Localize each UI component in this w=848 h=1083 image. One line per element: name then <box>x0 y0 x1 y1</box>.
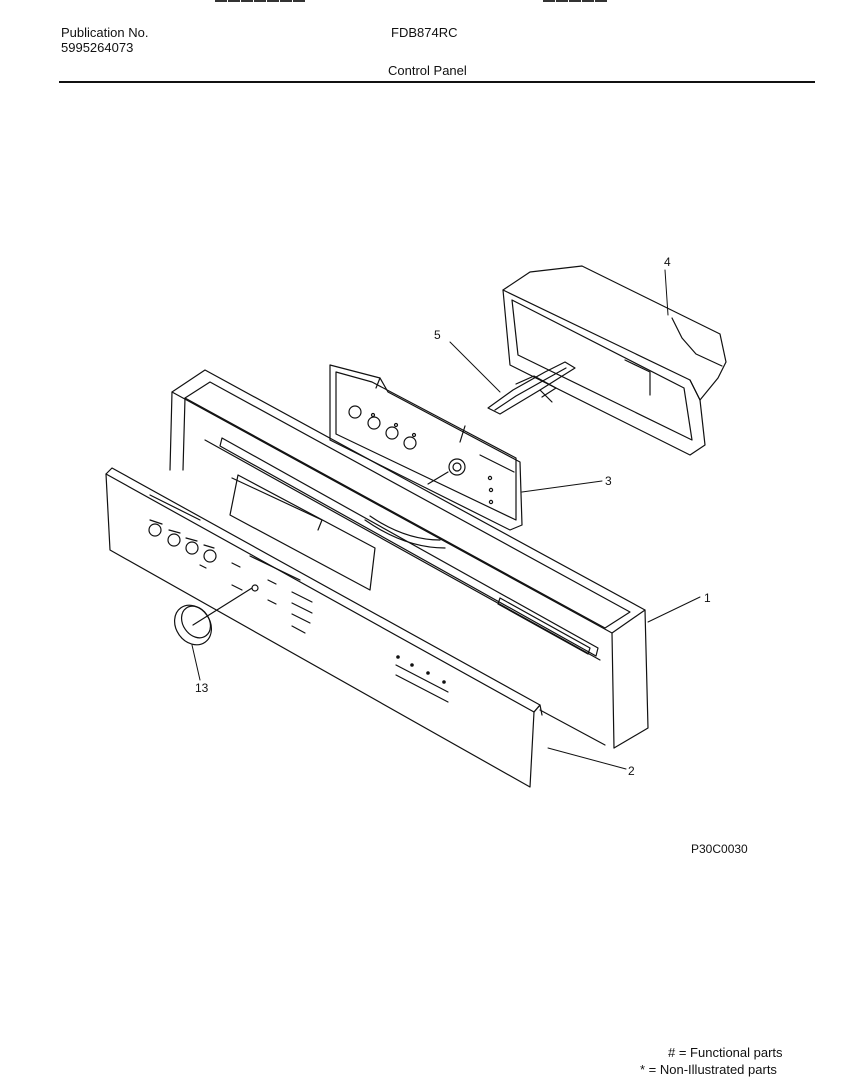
callout-3: 3 <box>605 474 612 488</box>
section-title: Control Panel <box>388 63 467 78</box>
callout-13: 13 <box>195 681 209 695</box>
callout-5: 5 <box>434 328 441 342</box>
image-code: P30C0030 <box>691 842 748 856</box>
control-board <box>329 364 523 531</box>
callout-1: 1 <box>704 591 711 605</box>
front-control-panel <box>105 467 543 788</box>
ribbon-cable <box>487 361 576 415</box>
callout-4: 4 <box>664 255 671 269</box>
cropped-top-text-left: ▬▬▬▬▬▬▬ <box>215 0 306 5</box>
legend-functional-parts: # = Functional parts <box>668 1045 783 1060</box>
leader-lines <box>191 269 701 770</box>
rear-housing <box>502 265 727 456</box>
cropped-top-text-right: ▬▬▬▬▬ <box>543 0 608 5</box>
console-frame <box>169 369 649 749</box>
publication-number: 5995264073 <box>61 40 134 55</box>
callout-2: 2 <box>628 764 635 778</box>
knob <box>173 587 253 646</box>
model-number: FDB874RC <box>391 25 458 40</box>
legend-non-illustrated-parts: * = Non-Illustrated parts <box>640 1062 777 1077</box>
header-rule <box>59 81 815 83</box>
callout-labels: 4 5 3 1 2 13 <box>195 255 711 778</box>
publication-label: Publication No. <box>61 25 149 40</box>
